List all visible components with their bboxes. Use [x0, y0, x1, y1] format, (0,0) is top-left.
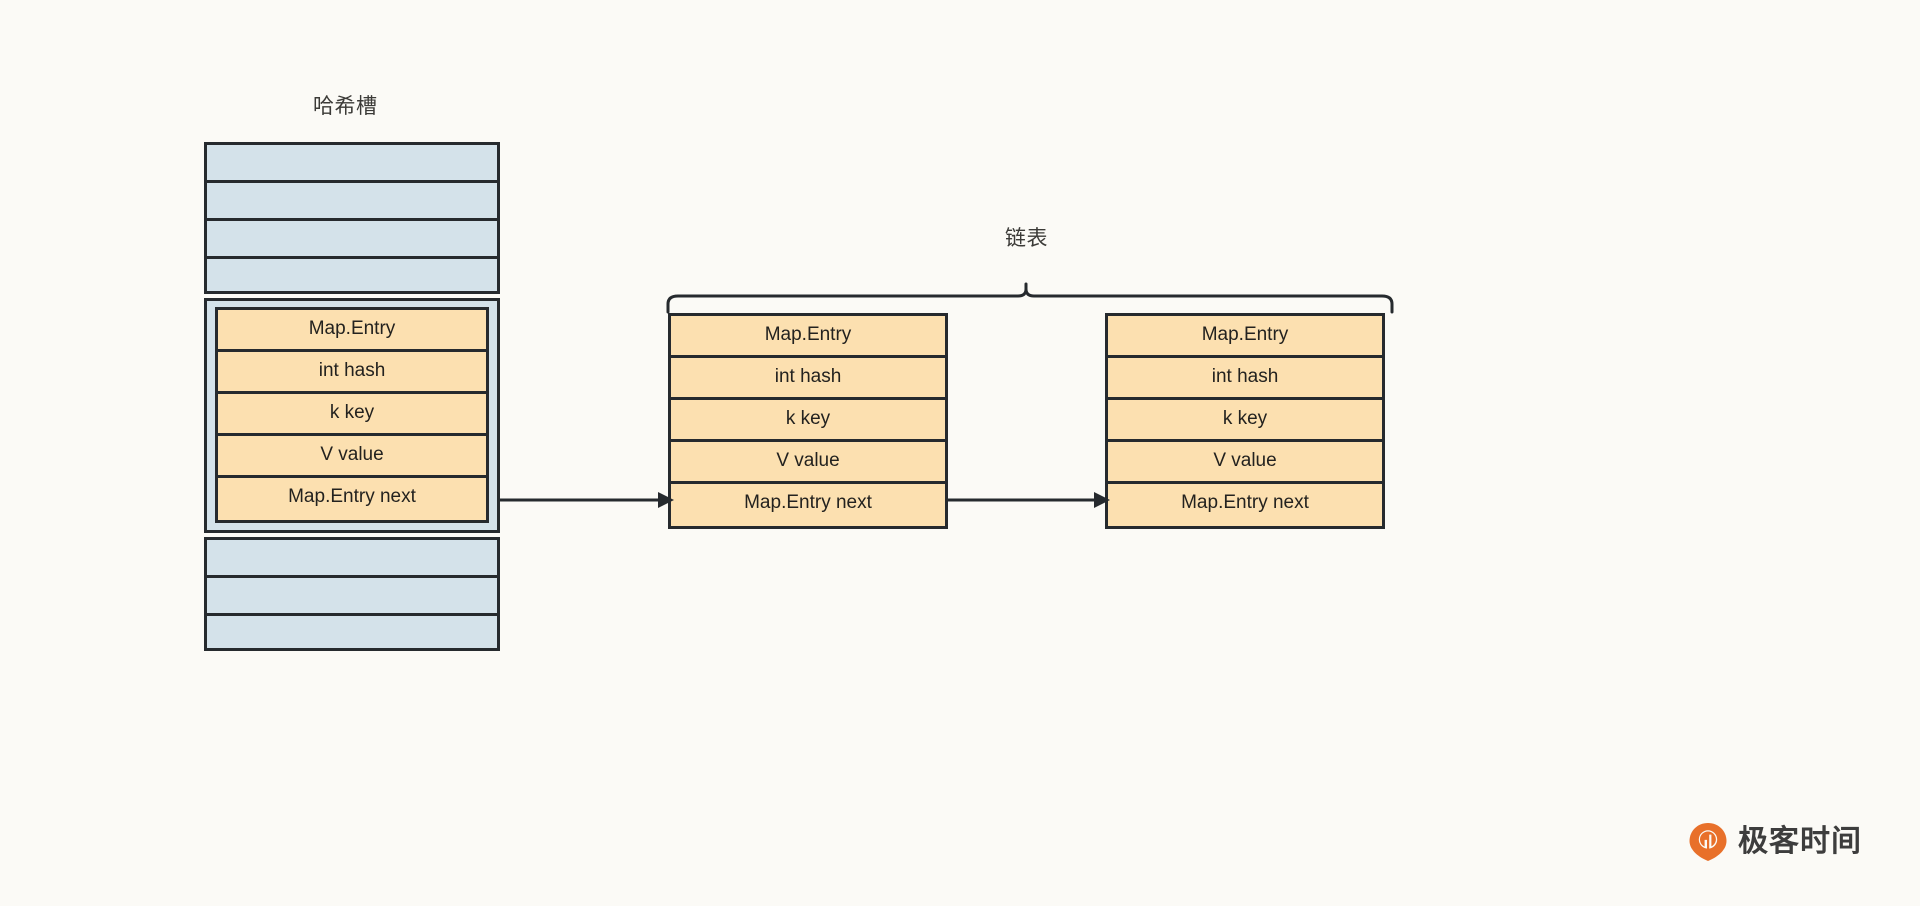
hash-slot-empty[interactable] — [204, 256, 500, 294]
entry-row-next: Map.Entry next — [218, 478, 486, 520]
map-entry-box-right[interactable]: Map.Entry int hash k key V value Map.Ent… — [1105, 313, 1385, 529]
hash-slot-column: Map.Entry int hash k key V value Map.Ent… — [204, 142, 500, 651]
watermark-logo: 极客时间 — [1688, 822, 1862, 862]
entry-row-value: V value — [218, 436, 486, 478]
entry-row-value: V value — [1108, 442, 1382, 484]
map-entry-box-in-slot[interactable]: Map.Entry int hash k key V value Map.Ent… — [215, 307, 489, 523]
arrow-slot-to-middle-icon — [498, 492, 674, 508]
entry-row-hash: int hash — [218, 352, 486, 394]
hash-slot-empty[interactable] — [204, 575, 500, 613]
map-entry-box-middle[interactable]: Map.Entry int hash k key V value Map.Ent… — [668, 313, 948, 529]
entry-row-hash: int hash — [1108, 358, 1382, 400]
entry-row-key: k key — [671, 400, 945, 442]
geektime-pin-icon — [1689, 823, 1727, 861]
brand-name: 极客时间 — [1738, 825, 1862, 858]
arrow-middle-to-right-icon — [946, 492, 1110, 508]
entry-row-next: Map.Entry next — [1108, 484, 1382, 526]
entry-row-value: V value — [671, 442, 945, 484]
hash-slot-empty[interactable] — [204, 180, 500, 218]
linked-list-brace-icon — [666, 282, 1394, 314]
hash-slot-empty[interactable] — [204, 537, 500, 575]
entry-row-type: Map.Entry — [218, 310, 486, 352]
entry-row-type: Map.Entry — [671, 316, 945, 358]
linked-list-title: 链表 — [1005, 227, 1048, 250]
hash-slot-empty[interactable] — [204, 218, 500, 256]
entry-row-key: k key — [1108, 400, 1382, 442]
entry-row-hash: int hash — [671, 358, 945, 400]
hash-slot-empty[interactable] — [204, 142, 500, 180]
entry-row-key: k key — [218, 394, 486, 436]
hash-slot-empty[interactable] — [204, 613, 500, 651]
entry-row-type: Map.Entry — [1108, 316, 1382, 358]
hash-slot-occupied[interactable]: Map.Entry int hash k key V value Map.Ent… — [204, 298, 500, 533]
entry-row-next: Map.Entry next — [671, 484, 945, 526]
hash-slots-title: 哈希槽 — [313, 95, 378, 118]
